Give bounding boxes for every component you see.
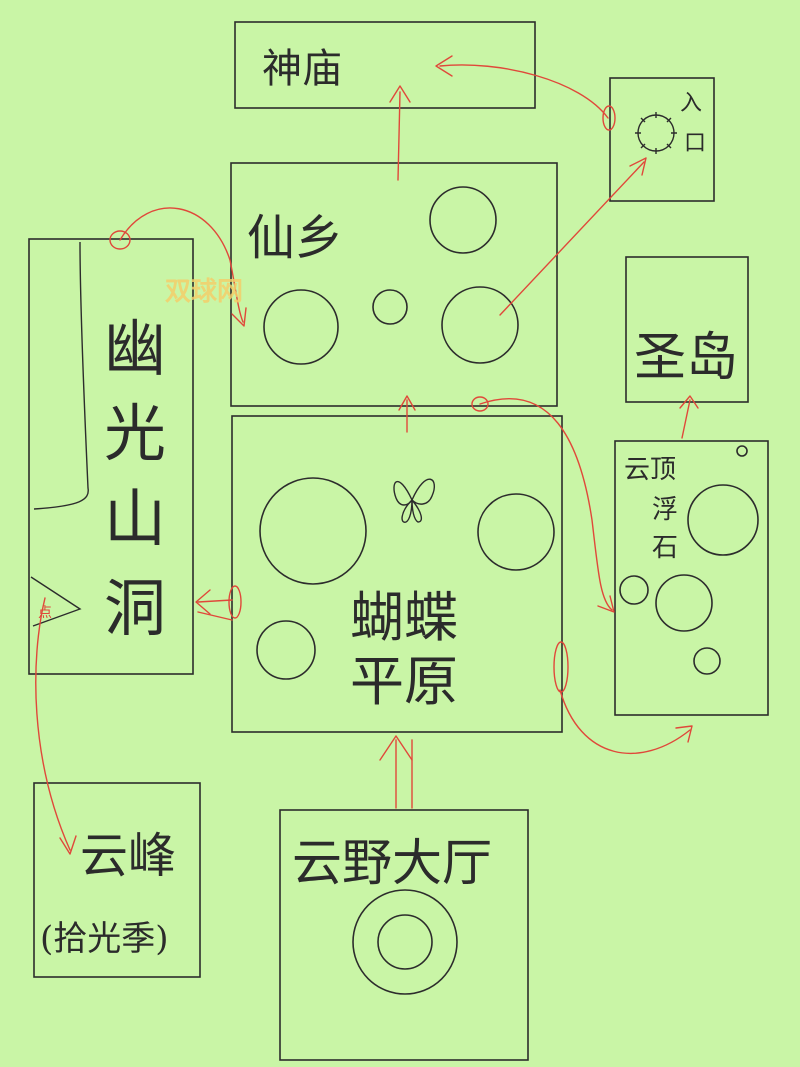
prophet-circle-2 <box>263 289 339 365</box>
entrance-box <box>609 77 715 202</box>
butterfly-plain-label: 蝴蝶 平原 <box>350 586 458 713</box>
entrance-label-char-1: 入 <box>680 91 702 116</box>
plain-circle-1 <box>259 477 367 585</box>
cloud-peak-label: 云峰 <box>80 828 176 884</box>
cloud-hall-label: 云野大厅 <box>292 834 492 892</box>
entrance-label-char-2: 口 <box>684 131 706 156</box>
butterfly-plain-box <box>231 415 563 733</box>
valley-cave-char-2: 光 <box>104 397 166 470</box>
cloud-hall-box <box>279 809 529 1061</box>
cloud-peak-note: (拾光季) <box>40 919 169 959</box>
prophet-circle-1 <box>429 186 497 254</box>
entrance-label: 入 口 <box>680 91 706 156</box>
connection-arrows <box>35 55 699 855</box>
stone-circle-5 <box>736 445 748 457</box>
gear-icon <box>635 112 677 154</box>
stone-circle-4 <box>693 647 721 675</box>
stone-circle-1 <box>687 484 759 556</box>
butterfly-plain-line-2: 平原 <box>350 650 458 713</box>
hall-circle-outer <box>352 889 458 995</box>
cave-marker-label: 点 <box>38 605 52 621</box>
stone-circle-2 <box>655 574 713 632</box>
shrine-label: 神庙 <box>262 46 342 92</box>
cave-wall-line <box>33 241 89 510</box>
cave-marker-triangle <box>30 576 82 627</box>
plain-circle-3 <box>256 620 316 680</box>
floating-stone-label: 云顶 浮 石 <box>624 455 678 563</box>
watermark-logo: 双球网 <box>165 277 243 307</box>
shrine-box <box>234 21 536 109</box>
floating-stone-line-3: 石 <box>652 533 678 563</box>
prophet-box <box>230 162 558 407</box>
floating-stone-line-1: 云顶 <box>624 455 676 485</box>
valley-cave-char-3: 山 <box>104 482 166 555</box>
butterfly-plain-line-1: 蝴蝶 <box>350 586 458 649</box>
valley-cave-char-1: 幽 <box>104 312 166 385</box>
holy-island-label: 圣岛 <box>634 328 738 388</box>
plain-circle-2 <box>477 493 555 571</box>
valley-cave-label: 幽 光 山 洞 <box>104 312 166 645</box>
holy-island-box <box>625 256 749 403</box>
prophet-circle-3 <box>372 289 408 325</box>
hall-circle-inner <box>377 914 433 970</box>
stone-circle-3 <box>619 575 649 605</box>
prophet-circle-4 <box>441 286 519 364</box>
cloud-peak-box <box>33 782 201 978</box>
floating-stone-box <box>614 440 769 716</box>
butterfly-icon <box>393 478 436 523</box>
prophet-label: 仙乡 <box>247 210 343 266</box>
floating-stone-line-2: 浮 <box>652 495 678 525</box>
valley-cave-box <box>28 238 194 675</box>
valley-cave-char-4: 洞 <box>104 572 166 645</box>
